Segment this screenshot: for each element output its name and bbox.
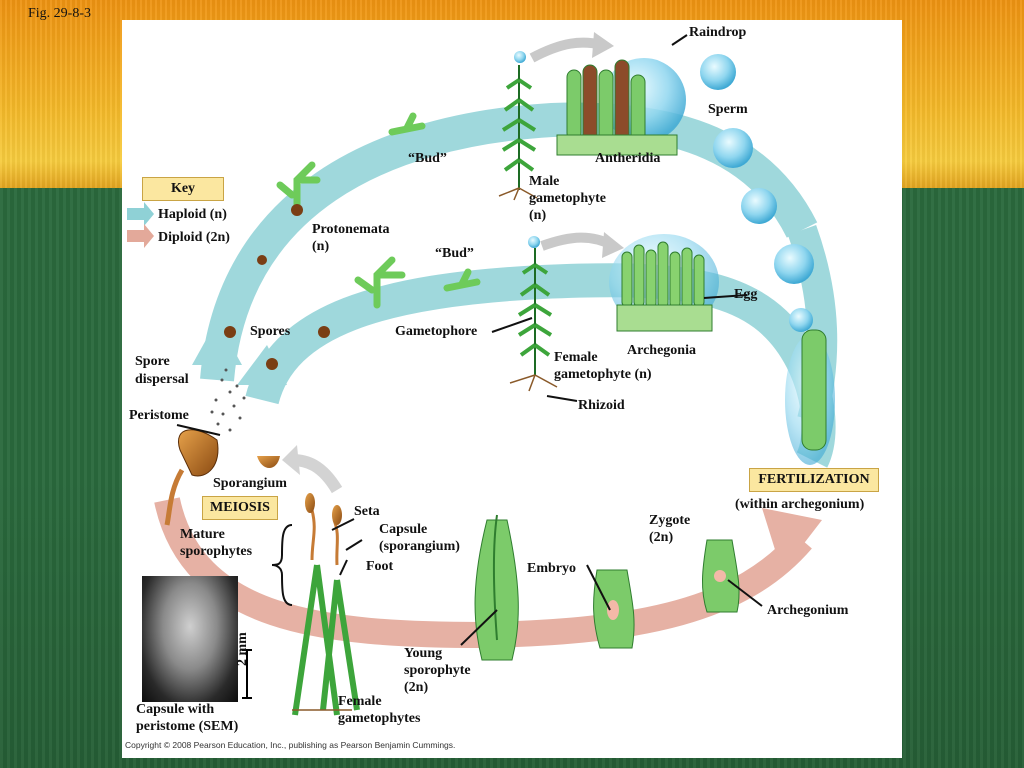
label-capsule-2: (sporangium)	[379, 539, 460, 554]
spore-protonema-top	[291, 204, 303, 216]
mature-sporophytes	[292, 493, 360, 716]
label-egg: Egg	[734, 287, 758, 302]
spore-4	[266, 358, 278, 370]
moss-life-cycle-diagram: Key Haploid (n) Diploid (2n) Raindrop Sp…	[122, 20, 902, 758]
label-rhizoid: Rhizoid	[578, 398, 625, 413]
label-spores: Spores	[250, 324, 291, 339]
haploid-inner-arrowhead	[237, 345, 287, 385]
capsule-sem-image	[142, 576, 238, 702]
label-male-gametophyte-3: (n)	[529, 208, 547, 223]
label-male-gametophyte-2: gametophyte	[529, 191, 606, 206]
antheridia-cluster	[556, 59, 678, 156]
label-mature-sporophytes-2: sporophytes	[180, 544, 253, 559]
label-capsule-sem-1: Capsule with	[136, 702, 215, 717]
label-peristome: Peristome	[129, 408, 189, 423]
meiosis-box: MEIOSIS	[202, 496, 278, 520]
label-female-gametophyte-1: Female	[554, 350, 598, 365]
label-archegonium: Archegonium	[767, 603, 849, 618]
key-haploid-label: Haploid (n)	[158, 207, 227, 222]
female-gametophyte	[509, 248, 558, 392]
protonemata-mid	[354, 256, 406, 309]
label-male-gametophyte-1: Male	[529, 174, 560, 189]
grey-arrow-female	[540, 232, 615, 251]
label-sporangium: Sporangium	[213, 476, 287, 491]
spore-1	[257, 255, 267, 265]
spore-dispersal-dots	[210, 368, 246, 432]
spore-3	[318, 326, 330, 338]
open-capsule	[178, 429, 219, 477]
label-capsule-1: Capsule	[379, 522, 428, 537]
diploid-arrowhead	[762, 508, 822, 572]
label-protonemata-1: Protonemata	[312, 222, 390, 237]
label-embryo: Embryo	[527, 561, 576, 576]
spore-drop-mid	[528, 236, 540, 248]
label-young-sporophyte-1: Young	[404, 646, 443, 661]
grey-arrowhead-female	[602, 232, 624, 258]
label-foot: Foot	[366, 559, 394, 574]
copyright-notice: Copyright © 2008 Pearson Education, Inc.…	[125, 740, 456, 750]
leader-lines	[176, 34, 763, 646]
sperm-drop-4	[774, 244, 814, 284]
label-young-sporophyte-3: (2n)	[404, 680, 429, 695]
zygote-archegonium	[701, 539, 740, 613]
sperm-drop-3	[741, 188, 777, 224]
sperm-drop-5	[789, 308, 813, 332]
label-archegonia: Archegonia	[627, 343, 696, 358]
protonemata-top	[276, 161, 321, 214]
label-mature-sporophytes-1: Mature	[180, 527, 225, 542]
grey-arrowhead-male	[592, 32, 614, 58]
fertilization-archegonium	[801, 329, 827, 451]
young-sporophyte	[474, 514, 519, 661]
label-female-gametophyte-2: gametophyte (n)	[554, 367, 652, 382]
label-female-gametophytes-2: gametophytes	[338, 711, 421, 726]
capsule-seta	[164, 468, 185, 526]
label-within-archegonium: (within archegonium)	[735, 497, 865, 512]
label-sperm: Sperm	[708, 102, 748, 117]
key-diploid-arrow	[127, 224, 154, 248]
label-female-gametophytes-1: Female	[338, 694, 382, 709]
spore-drop-top	[514, 51, 526, 63]
sporangium-cup	[257, 456, 280, 468]
embryo-archegonium	[593, 569, 635, 649]
label-antheridia: Antheridia	[595, 151, 661, 166]
grey-arrowhead-sporangium	[282, 445, 300, 475]
male-gametophyte	[498, 65, 538, 201]
label-capsule-sem-2: peristome (SEM)	[136, 719, 239, 734]
archegonia-cluster	[616, 241, 713, 332]
figure-label: Fig. 29-8-3	[28, 6, 91, 21]
key-haploid-arrow	[127, 202, 154, 226]
label-scale-bar: 2 mm	[235, 632, 250, 666]
label-protonemata-2: (n)	[312, 239, 330, 254]
label-spore-dispersal-1: Spore	[135, 354, 170, 369]
label-spore-dispersal-2: dispersal	[135, 372, 189, 387]
grey-arrow-male	[529, 37, 604, 63]
label-bud-bottom: “Bud”	[435, 246, 474, 261]
fertilization-box: FERTILIZATION	[749, 468, 879, 492]
label-young-sporophyte-2: sporophyte	[404, 663, 471, 678]
label-seta: Seta	[354, 504, 380, 519]
key-title: Key	[142, 177, 224, 201]
sperm-drop-1	[700, 54, 736, 90]
label-bud-top: “Bud”	[408, 151, 447, 166]
label-zygote-2: (2n)	[649, 530, 674, 545]
label-zygote-1: Zygote	[649, 513, 691, 528]
label-gametophore: Gametophore	[395, 324, 478, 339]
bud-bottom	[443, 268, 481, 292]
haploid-outer-arrowhead-top	[192, 320, 242, 365]
label-raindrop: Raindrop	[689, 25, 747, 40]
spore-2	[224, 326, 236, 338]
key-diploid-label: Diploid (2n)	[158, 230, 230, 245]
sperm-drop-2	[713, 128, 753, 168]
bud-top	[388, 112, 426, 136]
